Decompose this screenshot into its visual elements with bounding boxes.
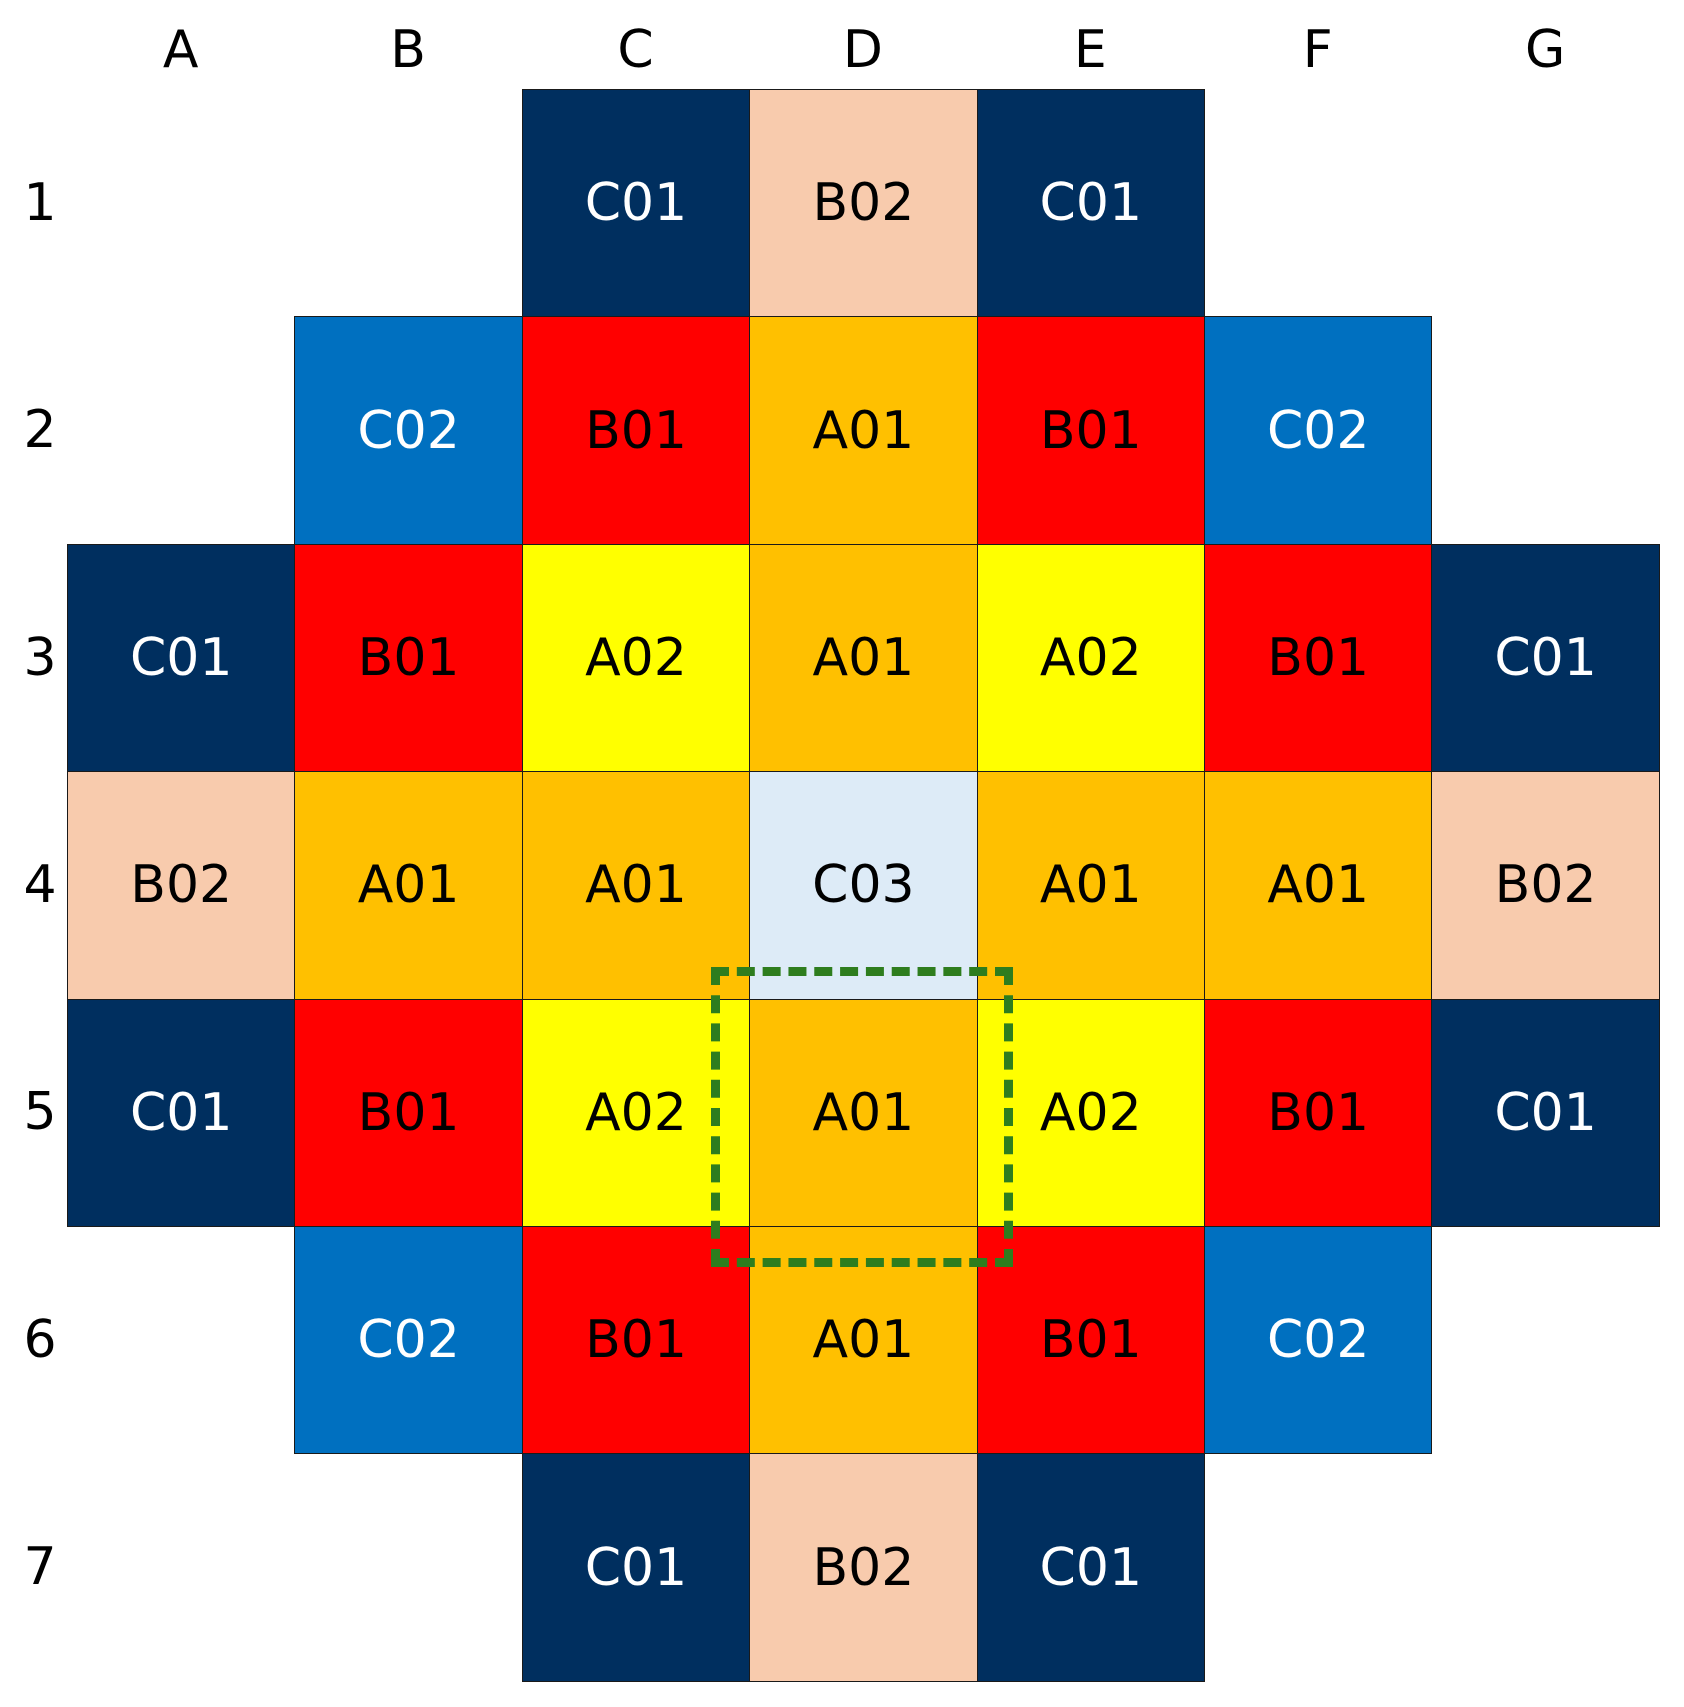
- assembly-code: A02: [585, 1082, 687, 1143]
- column-label-g: G: [1524, 20, 1566, 80]
- assembly-cell-a3: C01: [67, 543, 296, 773]
- assembly-cell-d7: B02: [749, 1453, 978, 1682]
- assembly-code: B01: [1267, 1082, 1370, 1143]
- assembly-cell-f2: C02: [1204, 316, 1433, 545]
- assembly-cell-b2: C02: [294, 316, 523, 545]
- assembly-code: C01: [1494, 1082, 1597, 1143]
- assembly-code: B02: [812, 173, 915, 234]
- assembly-cell-c6: B01: [521, 1226, 751, 1455]
- assembly-cell-b6: C02: [294, 1226, 523, 1455]
- column-label-b: B: [390, 20, 426, 80]
- assembly-code: C02: [1266, 1310, 1370, 1371]
- assembly-cell-d4: C03: [749, 771, 978, 1000]
- assembly-code: B01: [357, 627, 460, 688]
- assembly-cell-f6: C02: [1204, 1226, 1433, 1455]
- assembly-code: C01: [584, 173, 688, 234]
- row-label-5: 5: [23, 1082, 57, 1143]
- assembly-code: B01: [585, 1310, 687, 1371]
- assembly-cell-b3: B01: [294, 543, 523, 773]
- assembly-code: C02: [1266, 400, 1370, 461]
- assembly-code: A01: [812, 1310, 915, 1371]
- assembly-code: C02: [357, 400, 460, 461]
- assembly-cell-c1: C01: [521, 89, 751, 318]
- assembly-code: C01: [129, 627, 233, 688]
- row-label-1: 1: [23, 172, 57, 233]
- assembly-cell-g5: C01: [1431, 998, 1660, 1227]
- assembly-code: C01: [1494, 627, 1597, 688]
- assembly-cell-g3: C01: [1431, 543, 1660, 773]
- assembly-cell-b4: A01: [294, 771, 523, 1000]
- assembly-cell-c7: C01: [521, 1453, 751, 1682]
- row-label-4: 4: [23, 854, 57, 915]
- assembly-cell-c2: B01: [521, 316, 751, 545]
- assembly-cell-e1: C01: [976, 89, 1205, 318]
- row-label-2: 2: [23, 400, 57, 461]
- assembly-code: A01: [1267, 855, 1370, 916]
- assembly-code: B01: [1039, 400, 1142, 461]
- assembly-code: A01: [812, 400, 915, 461]
- assembly-code: B01: [585, 400, 687, 461]
- assembly-cell-e6: B01: [976, 1226, 1205, 1455]
- assembly-cell-e3: A02: [976, 543, 1205, 773]
- assembly-code: A01: [585, 855, 687, 916]
- column-label-d: D: [842, 20, 883, 80]
- assembly-cell-g4: B02: [1431, 771, 1660, 1000]
- assembly-cell-a4: B02: [67, 771, 296, 1000]
- assembly-code: A02: [1039, 1082, 1142, 1143]
- assembly-cell-e7: C01: [976, 1453, 1205, 1682]
- assembly-cell-d2: A01: [749, 316, 978, 545]
- assembly-code: B01: [1039, 1310, 1142, 1371]
- assembly-code: B02: [1494, 855, 1597, 916]
- assembly-code: A01: [812, 1082, 915, 1143]
- assembly-code: A01: [357, 855, 460, 916]
- assembly-cell-a5: C01: [67, 998, 296, 1227]
- assembly-code: C01: [1039, 1537, 1143, 1598]
- assembly-cell-e2: B01: [976, 316, 1205, 545]
- assembly-code: A02: [1039, 627, 1142, 688]
- assembly-cell-d5: A01: [749, 998, 978, 1227]
- assembly-code: C01: [1039, 173, 1143, 234]
- assembly-cell-c3: A02: [521, 543, 751, 773]
- assembly-cell-d3: A01: [749, 543, 978, 773]
- row-label-3: 3: [23, 627, 57, 688]
- column-label-c: C: [617, 20, 654, 80]
- assembly-cell-c5: A02: [521, 998, 751, 1227]
- assembly-cell-d1: B02: [749, 89, 978, 318]
- assembly-code: C03: [812, 855, 915, 916]
- column-label-f: F: [1302, 20, 1333, 80]
- assembly-code: C01: [129, 1082, 233, 1143]
- assembly-code: A01: [812, 627, 915, 688]
- assembly-code: A01: [1039, 855, 1142, 916]
- assembly-code: C01: [584, 1537, 688, 1598]
- column-label-a: A: [162, 20, 199, 80]
- assembly-cell-d6: A01: [749, 1226, 978, 1455]
- assembly-code: B01: [357, 1082, 460, 1143]
- assembly-cell-e5: A02: [976, 998, 1205, 1227]
- assembly-cell-c4: A01: [521, 771, 751, 1000]
- assembly-code: A02: [585, 627, 687, 688]
- assembly-cell-f5: B01: [1204, 998, 1433, 1227]
- assembly-code: B02: [130, 855, 233, 916]
- assembly-code: B01: [1267, 627, 1370, 688]
- assembly-cell-f4: A01: [1204, 771, 1433, 1000]
- assembly-code: B02: [812, 1537, 915, 1598]
- assembly-cell-e4: A01: [976, 771, 1205, 1000]
- row-label-7: 7: [23, 1537, 57, 1598]
- assembly-code: C02: [357, 1310, 460, 1371]
- row-label-6: 6: [23, 1309, 57, 1370]
- assembly-cell-b5: B01: [294, 998, 523, 1227]
- column-label-e: E: [1073, 20, 1107, 80]
- assembly-cell-f3: B01: [1204, 543, 1433, 773]
